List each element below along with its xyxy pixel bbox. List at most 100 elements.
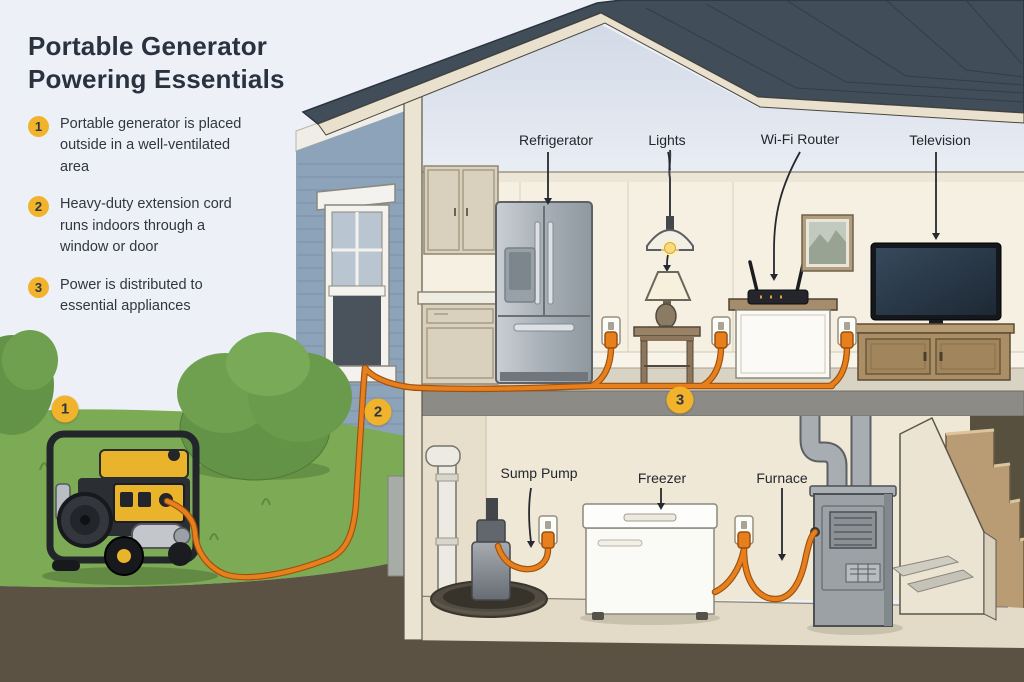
- router-cabinet-door: [740, 314, 826, 374]
- furnace-ducts: [801, 416, 870, 494]
- lumber-plank-2: [906, 569, 975, 593]
- step-1: 1 Portable generator is placed outside i…: [28, 114, 278, 178]
- kitchen-lower-cabinet-panels: [426, 308, 494, 379]
- arrow-freezer-head: [657, 503, 665, 510]
- step-3: 3 Power is distributed to essential appl…: [28, 275, 278, 318]
- refrigerator-handle-right: [547, 221, 554, 305]
- side-table-leg-left: [640, 340, 648, 387]
- sump-pump-pipe: [486, 498, 498, 524]
- furnace-panel-outline: [821, 505, 885, 591]
- pendant-arrow-head: [663, 265, 671, 272]
- outlet-refrigerator-socket: [608, 322, 614, 330]
- window-open-gap: [333, 296, 381, 366]
- dirt-foreground: [0, 560, 406, 682]
- step-2-number-badge: 2: [28, 196, 49, 218]
- marker-1-generator: 1: [51, 395, 79, 423]
- refrigerator-dispenser-inset: [509, 252, 531, 290]
- plug-refrigerator: [604, 331, 618, 349]
- router-body: [747, 289, 809, 305]
- window-muntins: [332, 212, 382, 288]
- freezer-handle: [623, 513, 677, 522]
- generator-outlet-1: [120, 492, 133, 507]
- arrow-furnace-head: [778, 554, 786, 561]
- generator-fuel-cap: [168, 449, 180, 461]
- arrow-wifi: [773, 151, 801, 274]
- table-lamp-shade: [644, 271, 692, 301]
- pvc-pipe-elbow: [425, 445, 461, 467]
- freezer-foot-left: [592, 612, 604, 620]
- roof-fascia: [317, 12, 1024, 136]
- arrow-television-head: [932, 233, 940, 240]
- page-title-line1: Portable Generator: [28, 31, 268, 61]
- step-3-number-badge: 3: [28, 276, 49, 298]
- attic-space: [405, 24, 1024, 172]
- refrigerator-vent: [500, 372, 588, 381]
- outlet-tv-socket: [844, 322, 850, 330]
- kitchen-counter: [417, 291, 503, 305]
- page-title: Portable Generator Powering Essentials: [28, 30, 285, 96]
- lumber-plank-1: [891, 555, 960, 577]
- furnace-control-grid: [850, 564, 876, 582]
- label-freezer: Freezer: [637, 470, 687, 486]
- page-title-line2: Powering Essentials: [28, 63, 285, 94]
- picture-mountains: [809, 230, 846, 264]
- generator-engine-hub: [80, 515, 90, 525]
- step-1-text: Portable generator is placed outside in …: [60, 116, 242, 175]
- generator-foot: [52, 560, 80, 571]
- table-lamp-neck: [663, 300, 671, 306]
- cutaway-beam: [403, 87, 423, 641]
- outlet-lamp-socket: [718, 322, 724, 330]
- pendant-to-lamp-arrow: [666, 254, 669, 267]
- kitchen-upper-cabinet-doors: [427, 169, 495, 251]
- plug-tv: [840, 331, 854, 349]
- step-1-number-badge: 1: [28, 116, 49, 137]
- pipe-coupling-2: [435, 537, 459, 546]
- tv-console-door-right: [935, 338, 1001, 375]
- freezer-recess: [597, 539, 643, 547]
- plug-sump: [541, 531, 555, 549]
- arrow-sump-pump-head: [527, 541, 535, 548]
- label-wifi-router: Wi-Fi Router: [760, 131, 840, 147]
- window-header: [316, 183, 396, 211]
- tv-console-door-left: [865, 338, 931, 375]
- plug-lamp: [714, 331, 728, 349]
- arrow-wifi-head: [770, 274, 778, 281]
- step-3-text: Power is distributed to essential applia…: [60, 276, 203, 315]
- generator-shadow: [42, 567, 218, 585]
- tv-screen: [876, 248, 996, 315]
- knee-wall-side: [983, 531, 997, 621]
- side-table-leg-right: [686, 340, 694, 387]
- side-table-top: [633, 326, 701, 337]
- furnace-control: [845, 563, 881, 583]
- arrow-sump-pump: [528, 487, 532, 543]
- roof-shingle-lines: [645, 0, 1024, 103]
- label-sump-pump: Sump Pump: [500, 465, 578, 481]
- marker-2-window: 2: [364, 398, 392, 426]
- generator-wheel-hub: [117, 549, 131, 563]
- plug-freezer: [737, 531, 751, 549]
- outlet-sump-socket: [545, 521, 551, 529]
- label-refrigerator: Refrigerator: [519, 132, 593, 148]
- table-lamp-body: [655, 303, 677, 329]
- step-2-text: Heavy-duty extension cord runs indoors t…: [60, 196, 232, 256]
- bush-main-d: [226, 332, 310, 396]
- refrigerator-drawer-handle: [513, 323, 575, 332]
- tv-console-top: [853, 323, 1015, 334]
- legend-steps: 1 Portable generator is placed outside i…: [28, 114, 278, 318]
- window-sash-bar: [328, 285, 386, 297]
- ceiling-board: [405, 172, 1024, 182]
- kitchen-lower-cabinet: [421, 303, 499, 385]
- router-cabinet: [735, 309, 831, 379]
- sump-pump-body: [471, 541, 511, 601]
- bush-left-b: [2, 330, 58, 390]
- arrow-refrigerator-head: [544, 198, 552, 205]
- furnace-grille-slats: [834, 517, 872, 546]
- outlet-freezer-socket: [741, 521, 747, 529]
- pendant-stem: [666, 216, 674, 230]
- router-antenna-left: [748, 260, 759, 293]
- refrigerator-door-divider: [498, 206, 590, 317]
- sump-pit-rim: [432, 599, 546, 615]
- step-2: 2 Heavy-duty extension cord runs indoors…: [28, 194, 278, 258]
- furnace-side-shade: [884, 494, 892, 626]
- foundation: [387, 475, 406, 577]
